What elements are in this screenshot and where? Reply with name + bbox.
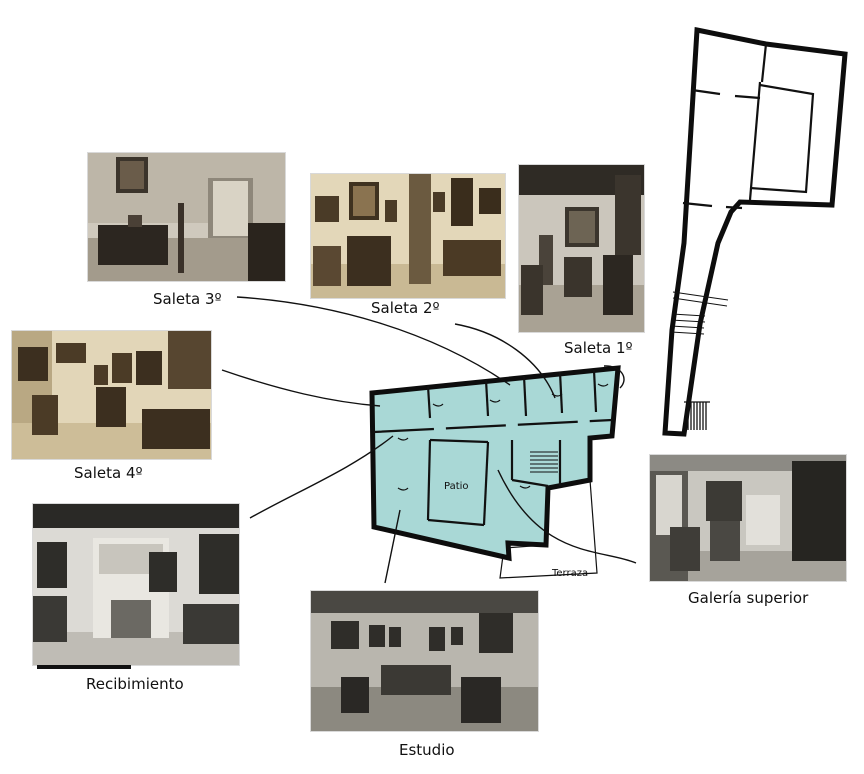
patio-label: Patio xyxy=(444,481,469,492)
main-floor-plan xyxy=(369,365,621,562)
leader-saleta-2 xyxy=(454,323,556,399)
leader-galeria xyxy=(497,469,637,564)
leader-recibimiento xyxy=(249,435,394,519)
caption-saleta-3: Saleta 3º xyxy=(153,290,222,308)
terrace-label: Terraza xyxy=(551,568,588,579)
photo-saleta-3 xyxy=(88,153,285,281)
terrace-outline xyxy=(499,479,598,579)
caption-galeria-superior: Galería superior xyxy=(688,589,809,607)
scale-bar xyxy=(37,665,131,669)
photo-saleta-4 xyxy=(12,331,211,459)
leader-saleta-1 xyxy=(603,365,625,389)
photo-recibimiento xyxy=(33,504,239,665)
door-swings xyxy=(397,383,609,491)
caption-saleta-2: Saleta 2º xyxy=(371,299,440,317)
photo-estudio xyxy=(311,591,538,731)
interior-walls xyxy=(373,369,613,527)
photo-saleta-2 xyxy=(311,174,505,298)
leader-estudio xyxy=(384,509,401,584)
caption-saleta-1: Saleta 1º xyxy=(564,339,633,357)
photo-galeria-superior xyxy=(650,455,846,581)
stair-hatch xyxy=(530,451,558,473)
caption-saleta-4: Saleta 4º xyxy=(74,464,143,482)
caption-estudio: Estudio xyxy=(399,741,455,759)
upper-floor-plan xyxy=(662,26,848,437)
leader-saleta-4 xyxy=(221,369,381,407)
photo-saleta-1 xyxy=(519,165,644,332)
caption-recibimiento: Recibimiento xyxy=(86,675,184,693)
